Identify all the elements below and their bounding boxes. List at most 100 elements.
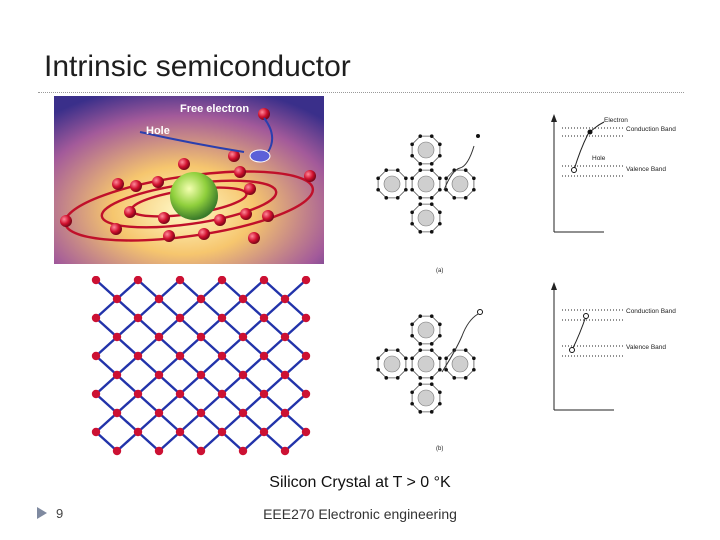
lattice-atom (112, 370, 122, 380)
figure-caption: Silicon Crystal at T > 0 °K (269, 474, 451, 491)
lattice-bond (242, 317, 265, 338)
lattice-bond (179, 393, 202, 414)
lattice-atom (196, 370, 206, 380)
band-label-electron: Electron (604, 117, 628, 124)
valence-electron (410, 210, 414, 215)
valence-electron (429, 168, 434, 172)
valence-electron (444, 176, 448, 181)
lattice-bond (284, 298, 307, 319)
lattice-atom (133, 351, 143, 361)
lattice-bond (263, 431, 286, 452)
lattice-bond (221, 298, 244, 319)
band-label-conduction-b: Conduction Band (626, 308, 676, 315)
valence-electron (410, 221, 414, 226)
valence-electron (395, 196, 400, 200)
lattice-atom (91, 389, 101, 399)
lattice-bond (284, 393, 307, 414)
lattice-bond (95, 317, 118, 338)
lattice-bond (242, 279, 265, 300)
valence-electron (404, 187, 408, 192)
lattice-bond (221, 279, 244, 300)
valence-electron (463, 168, 468, 172)
valence-electron (384, 196, 389, 200)
valence-electron (444, 356, 448, 361)
lattice-bond (116, 393, 139, 414)
lattice-atom (280, 294, 290, 304)
lattice-bond (221, 431, 244, 452)
lattice-bond (200, 336, 223, 357)
lattice-bond (116, 431, 139, 452)
lattice-atom (259, 276, 269, 285)
label-b: (b) (436, 446, 443, 452)
lattice-atom (217, 389, 227, 399)
silicon-crystal-lattice (91, 276, 311, 456)
lattice-atom (238, 370, 248, 380)
valence-electron (410, 187, 414, 192)
lattice-bond (263, 298, 286, 319)
lattice-atom (154, 294, 164, 304)
valence-electron (429, 314, 434, 318)
lattice-bond (263, 279, 286, 300)
lattice-atom (154, 332, 164, 342)
valence-electron (395, 348, 400, 352)
lattice-bond (116, 374, 139, 395)
lattice-atom (301, 389, 311, 399)
valence-electron (418, 382, 423, 386)
valence-electron (472, 176, 476, 181)
lattice-atom (133, 389, 143, 399)
lattice-atom (112, 408, 122, 418)
valence-electron (410, 390, 414, 395)
nucleus (170, 172, 218, 220)
valence-electron (395, 168, 400, 172)
lattice-bond (95, 355, 118, 376)
lattice-bond (242, 298, 265, 319)
lattice-bond (200, 431, 223, 452)
lattice-bond (200, 374, 223, 395)
lattice-bond (179, 374, 202, 395)
lattice-bond (200, 355, 223, 376)
lattice-bond (242, 355, 265, 376)
lattice-atom (196, 294, 206, 304)
valence-electron (384, 348, 389, 352)
lattice-bond (179, 355, 202, 376)
lattice-atom (301, 313, 311, 323)
valence-electron (384, 168, 389, 172)
atom-core (383, 175, 401, 193)
lattice-atom (91, 351, 101, 361)
lattice-atom (91, 427, 101, 437)
valence-electron (472, 356, 476, 361)
valence-electron (418, 348, 423, 352)
valence-electron (376, 176, 380, 181)
lattice-atom (280, 408, 290, 418)
lattice-bond (263, 336, 286, 357)
lattice-atom (112, 294, 122, 304)
band-label-conduction-a: Conduction Band (626, 126, 676, 133)
valence-electron (429, 410, 434, 414)
lattice-bond (179, 336, 202, 357)
lattice-atom (175, 313, 185, 323)
lattice-bond (95, 412, 118, 433)
lattice-bond (116, 336, 139, 357)
lattice-bond (200, 298, 223, 319)
lattice-bond (95, 374, 118, 395)
energy-band-diagrams: Electron Hole Conduction Band Valence Ba… (551, 114, 676, 411)
valence-electron (384, 376, 389, 380)
lattice-atom (259, 313, 269, 323)
lattice-bond (137, 279, 160, 300)
valence-electron (410, 153, 414, 158)
lattice-atom (301, 276, 311, 285)
slide-title: Intrinsic semiconductor (44, 50, 351, 83)
lattice-bond (137, 355, 160, 376)
lattice-bond (179, 298, 202, 319)
valence-electron (429, 382, 434, 386)
lattice-bond (221, 393, 244, 414)
covalent-bond-diagrams: (a) (b) (376, 134, 483, 452)
lattice-atom (301, 427, 311, 437)
valence-electron (472, 187, 476, 192)
lattice-bond (284, 431, 307, 452)
lattice-atom (259, 427, 269, 437)
lattice-atom (196, 408, 206, 418)
label-a: (a) (436, 268, 443, 274)
lattice-bond (137, 298, 160, 319)
lattice-bond (263, 317, 286, 338)
